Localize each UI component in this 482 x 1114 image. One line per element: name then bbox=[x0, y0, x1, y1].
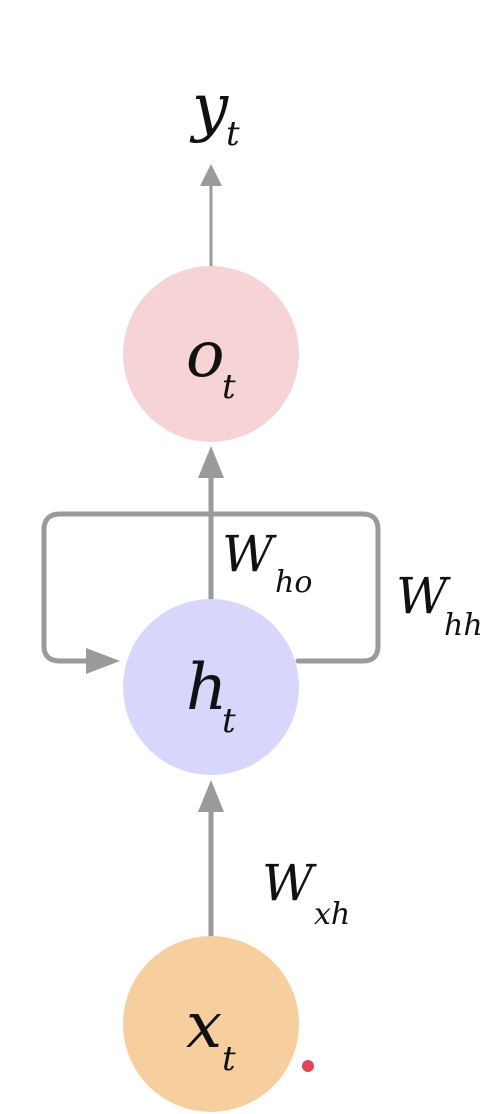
input-node-sub: t bbox=[222, 1039, 236, 1079]
output-node-ot: o t bbox=[123, 266, 299, 442]
weight-label-who: W ho bbox=[222, 525, 312, 600]
weight-hh-main: W bbox=[396, 567, 451, 625]
hidden-node-sub: t bbox=[222, 701, 236, 741]
arrow-xt-to-ht bbox=[198, 780, 224, 939]
hidden-node-ht: h t bbox=[123, 599, 299, 775]
output-node-main: o bbox=[186, 318, 225, 392]
weight-xh-main: W bbox=[262, 854, 317, 912]
weight-ho-main: W bbox=[222, 525, 277, 583]
weight-hh-sub: hh bbox=[444, 608, 482, 643]
weight-xh-sub: xh bbox=[314, 897, 350, 932]
recurrent-loop-arrow bbox=[41, 511, 381, 674]
arrow-ot-to-yt bbox=[200, 164, 222, 270]
output-node-circle bbox=[123, 266, 299, 442]
weight-ho-sub: ho bbox=[275, 565, 312, 600]
arrow-ht-to-ot bbox=[198, 446, 224, 607]
input-node-xt: x t bbox=[123, 936, 314, 1112]
input-node-main: x bbox=[186, 989, 222, 1063]
output-label-sub: t bbox=[226, 114, 240, 154]
output-node-sub: t bbox=[222, 367, 236, 407]
output-label-main: y bbox=[189, 71, 229, 145]
weight-label-whh: W hh bbox=[396, 567, 482, 643]
red-dot bbox=[302, 1060, 314, 1072]
hidden-node-circle bbox=[123, 599, 299, 775]
weight-label-wxh: W xh bbox=[262, 854, 350, 932]
input-node-circle bbox=[123, 936, 299, 1112]
hidden-node-main: h bbox=[186, 651, 227, 725]
output-label-yt: y t bbox=[189, 71, 240, 154]
